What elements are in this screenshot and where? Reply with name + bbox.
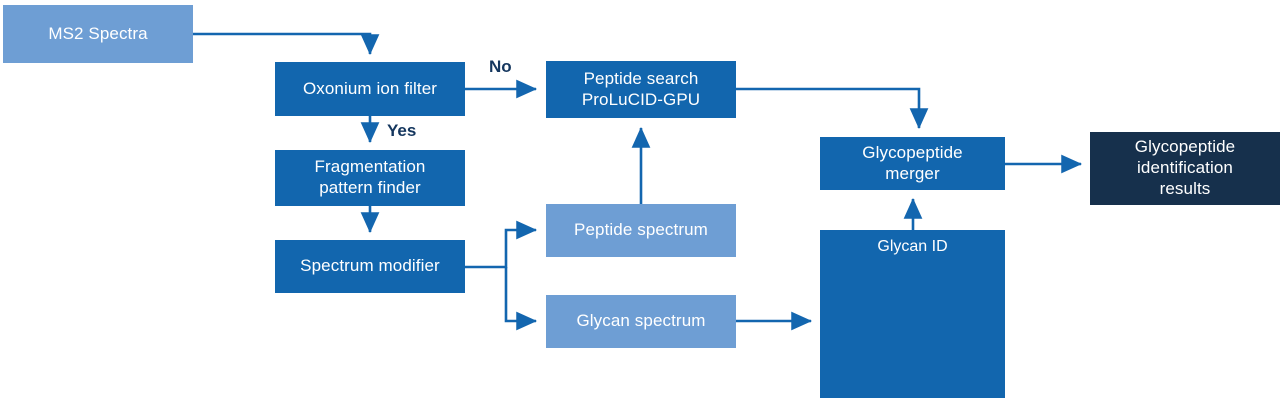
node-label-glycopeptide-identification-results: Glycopeptide identification results [1134,137,1236,198]
node-label-peptide-search: Peptide search ProLuCID-GPU [581,68,701,109]
node-label-glycopeptide-merger: Glycopeptide merger [862,142,963,183]
node-label-fragmentation-pattern-finder: Fragmentation pattern finder [314,157,426,197]
group-glycan-id[interactable]: Glycan ID [820,230,1005,398]
edge-label-yes: Yes [387,121,417,140]
node-spectrum-modifier[interactable]: Spectrum modifier [275,240,465,293]
edge-modifier-to-peptide-spectrum [465,220,538,269]
node-label-glycan-spectrum: Glycan spectrum [576,311,706,331]
node-label-oxonium-ion-filter: Oxonium ion filter [302,78,438,98]
node-fragmentation-pattern-finder[interactable]: Fragmentation pattern finder [275,150,465,206]
node-label-peptide-spectrum: Peptide spectrum [574,220,708,240]
edge-ms2-to-oxonium [193,32,380,56]
edge-modifier-to-glycan-spectrum [504,267,538,331]
node-ms2-spectra[interactable]: MS2 Spectra [3,5,193,63]
edge-label-no: No [489,57,512,76]
node-glycopeptide-identification-results[interactable]: Glycopeptide identification results [1090,132,1280,205]
node-label-ms2-spectra: MS2 Spectra [48,23,148,43]
node-oxonium-ion-filter[interactable]: Oxonium ion filter [275,62,465,116]
node-label-spectrum-modifier: Spectrum modifier [300,256,440,276]
node-glycopeptide-merger[interactable]: Glycopeptide merger [820,137,1005,190]
node-peptide-spectrum[interactable]: Peptide spectrum [546,204,736,257]
group-title-glycan-id: Glycan ID [877,238,948,255]
node-glycan-spectrum[interactable]: Glycan spectrum [546,295,736,348]
node-peptide-search[interactable]: Peptide search ProLuCID-GPU [546,61,736,118]
edge-peptide-search-to-merger [736,87,929,130]
